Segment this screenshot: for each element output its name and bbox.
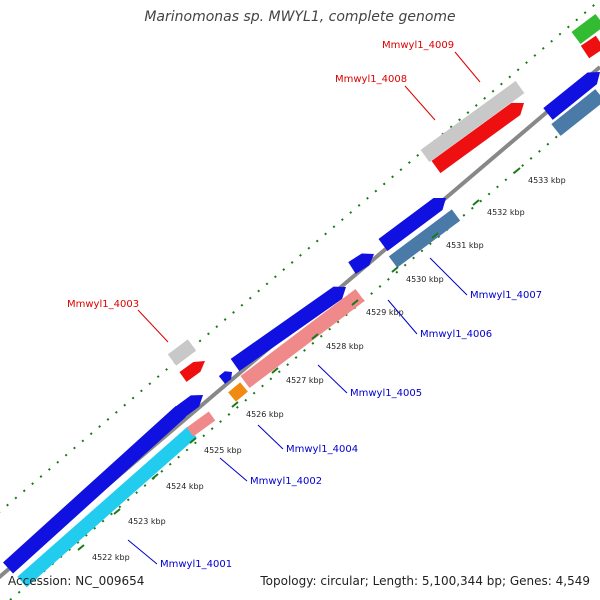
cds-mmwyl1-4008-gray [420, 80, 525, 163]
gene-label: Mmwyl1_4001 [160, 559, 232, 570]
cds-red-top [580, 35, 600, 59]
gene-label-leader [404, 85, 436, 121]
tick-mark [351, 299, 359, 306]
tick-label: 4529 kbp [366, 308, 404, 317]
cds-mmwyl1-4009-red [431, 102, 524, 174]
cds-mmwyl1-4007-steel [388, 209, 461, 268]
gene-label-leader [219, 457, 248, 482]
tick-label: 4533 kbp [528, 176, 566, 185]
cds-small-blue-2 [348, 253, 374, 274]
tick-mark [231, 401, 239, 408]
tick-label: 4523 kbp [128, 517, 166, 526]
tick-mark [113, 508, 121, 515]
gene-label: Mmwyl1_4007 [470, 290, 542, 301]
tick-label: 4525 kbp [204, 446, 242, 455]
gene-label: Mmwyl1_4005 [350, 388, 422, 399]
tick-mark [271, 367, 279, 374]
tick-mark [391, 266, 399, 273]
gene-label: Mmwyl1_4006 [420, 329, 492, 340]
outer-tick-ring [0, 0, 600, 513]
gene-label: Mmwyl1_4009 [382, 40, 454, 51]
tick-label: 4522 kbp [92, 553, 130, 562]
gene-label-leader [317, 364, 348, 394]
cds-mmwyl1-4002-blue [175, 395, 203, 418]
cds-mmwyl1-4005-blue [230, 286, 346, 372]
cds-mmwyl1-4001-blue [2, 405, 188, 574]
genome-summary-text: Topology: circular; Length: 5,100,344 bp… [260, 574, 590, 588]
gene-label-leader [127, 539, 158, 565]
tick-label: 4526 kbp [246, 410, 284, 419]
gene-label-leader [429, 257, 468, 296]
inner-tick-ring [9, 99, 600, 600]
gene-label-leader [137, 309, 169, 343]
tick-label: 4532 kbp [487, 208, 525, 217]
tick-mark [311, 333, 319, 340]
cds-mmwyl1-4001-cyan [17, 426, 197, 588]
tick-mark [472, 199, 480, 206]
tick-label: 4527 kbp [286, 376, 324, 385]
gene-label: Mmwyl1_4008 [335, 74, 407, 85]
tick-mark [77, 544, 85, 551]
tick-mark [189, 437, 197, 444]
accession-text: Accession: NC_009654 [8, 574, 145, 588]
tick-label: 4531 kbp [446, 241, 484, 250]
map-title: Marinomonas sp. MWYL1, complete genome [144, 9, 456, 25]
gene-label: Mmwyl1_4004 [286, 444, 358, 455]
tick-mark [513, 167, 521, 174]
cds-mmwyl1-4007-blue [378, 197, 446, 252]
tick-label: 4528 kbp [326, 342, 364, 351]
gene-label: Mmwyl1_4002 [250, 476, 322, 487]
cds-small-blue [218, 371, 232, 384]
cds-mmwyl1-4004-orange [228, 382, 248, 402]
tick-label: 4530 kbp [406, 275, 444, 284]
cds-blue-top [543, 72, 600, 120]
cds-mmwyl1-4002-pink [186, 411, 216, 437]
cds-mmwyl1-4006-pink [240, 289, 365, 388]
tick-mark [151, 473, 159, 480]
gene-label: Mmwyl1_4003 [67, 299, 139, 310]
cds-green-top [571, 14, 600, 44]
gene-label-leader [387, 299, 418, 335]
cds-mmwyl1-4003-red [179, 361, 205, 382]
gene-label-leader [257, 424, 284, 450]
cds-mmwyl1-4003-gray [167, 339, 197, 366]
gene-label-leader [454, 51, 481, 83]
tick-label: 4524 kbp [166, 482, 204, 491]
cds-steel-top [551, 89, 600, 136]
tick-mark [431, 232, 439, 239]
